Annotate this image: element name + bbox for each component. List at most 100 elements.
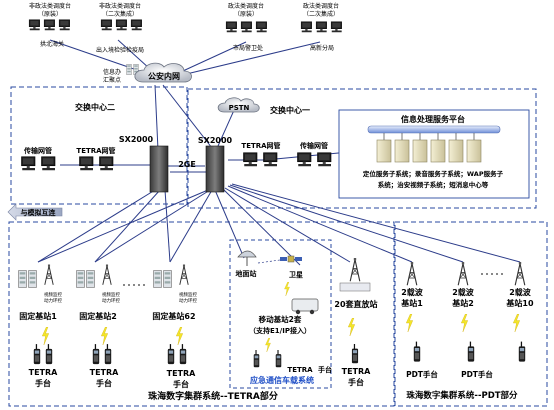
signal-icon	[42, 327, 49, 345]
connection-lines	[37, 39, 521, 266]
info-office-sublabel: 汇聚点	[103, 76, 121, 84]
console-title: 政法类调度台	[228, 2, 264, 10]
repeater: 20套直放站 TETRA 手台	[334, 257, 378, 387]
computer-icon	[255, 21, 267, 33]
handset-sublabel: 手台	[318, 365, 332, 374]
antenna-icon	[514, 262, 526, 286]
console-guard: 政法类调度台 （原装） 市局警卫处	[225, 2, 267, 52]
repeater-label: 20套直放站	[334, 299, 377, 309]
transport-nms-label: 传输网管	[299, 141, 328, 150]
tetra-handset-2: TETRA 手台	[90, 327, 120, 388]
handset-icon	[467, 341, 475, 362]
police-net-label: 公安内网	[148, 71, 180, 81]
ground-station: 地面站	[236, 250, 257, 278]
platform-desc-line1: 定位服务子系统；录音服务子系统；WAP服务子	[362, 169, 504, 178]
antenna-icon	[349, 257, 361, 282]
computer-icon	[100, 19, 112, 31]
console-subtitle: （原装）	[38, 10, 62, 18]
signal-icon	[406, 314, 413, 332]
station-dots	[123, 284, 145, 286]
signal-icon	[176, 327, 183, 345]
signal-icon	[348, 318, 355, 336]
handset-sublabel: 手台	[96, 378, 112, 388]
console-hitech: 政法类调度台 （二次集成） 高新分局	[300, 2, 342, 52]
info-platform: 信息处理服务平台 定位服务子系统；录音服务子系统；WAP服务子 系统；治安视频子…	[338, 109, 530, 199]
exchange1-title: 交换中心一	[270, 105, 310, 115]
tetra-handset-1: TETRA 手台	[29, 327, 59, 388]
handset-label: TETRA	[29, 368, 59, 377]
tetra-handset-62: TETRA 手台	[167, 327, 196, 389]
mobile-station-label: 移动基站2套	[259, 314, 302, 324]
computer-icon	[43, 19, 55, 31]
pstn-label: PSTN	[229, 104, 250, 112]
handset-icon	[351, 344, 359, 364]
exchange1-region	[187, 88, 537, 209]
pstn-cloud: PSTN	[217, 97, 260, 113]
fixed-station-2: 视频监控 动力环控 固定基站2	[76, 264, 120, 321]
switch-icon	[149, 145, 169, 193]
console-inspection: 非政法类调度台 （二次集成） 出入境检验检疫局	[96, 2, 144, 54]
computer-icon	[99, 156, 114, 171]
pdt-station-1: 2载波 基站1 PDT手台	[400, 262, 438, 379]
pdt-station-label: 2载波	[452, 287, 475, 297]
signal-icon	[461, 314, 468, 332]
ground-station-label: 地面站	[236, 269, 257, 278]
fixed-station-label: 固定基站62	[152, 311, 195, 321]
handset-label: TETRA	[342, 367, 372, 376]
fixed-station-label: 固定基站1	[19, 311, 57, 321]
signal-icon	[513, 314, 520, 332]
console-caption: 出入境检验检疫局	[96, 46, 144, 54]
cabinet-icon	[28, 270, 37, 288]
tetra-section-label: 珠海数字集群系统--TETRA部分	[148, 390, 278, 402]
handset-icon	[92, 344, 100, 365]
handset-label: TETRA	[287, 366, 313, 374]
handset-icon	[179, 344, 187, 365]
pdt-dots	[481, 273, 503, 275]
antenna-icon	[44, 264, 54, 286]
computer-icon	[115, 19, 127, 31]
handset-icon	[253, 350, 260, 368]
exchange2-title: 交换中心二	[75, 102, 115, 112]
link-label: 2GE	[178, 160, 196, 169]
info-office-label: 信息办	[103, 68, 121, 76]
console-subtitle: （原装）	[234, 10, 258, 18]
pdt-handset-label: PDT手台	[461, 369, 493, 379]
computer-icon	[315, 21, 327, 33]
top-consoles: 非政法类调度台 （原装） 拱北海关 非政法类调度台 （二次集成） 出入境检验检疫…	[28, 2, 342, 54]
console-caption: 拱北海关	[40, 40, 64, 48]
handset-icon	[518, 341, 526, 362]
antenna-icon	[102, 264, 112, 286]
handset-sublabel: 手台	[173, 379, 189, 389]
console-title: 政法类调度台	[303, 2, 339, 10]
emergency-region	[229, 239, 332, 389]
handset-icon	[45, 344, 53, 365]
server-icon	[394, 139, 410, 163]
computer-icon	[240, 21, 252, 33]
video-monitor-label: 视频监控	[102, 291, 120, 298]
computer-icon	[21, 156, 36, 171]
cabinet-icon	[153, 270, 162, 288]
computer-icon	[300, 21, 312, 33]
handset-label: TETRA	[90, 368, 120, 377]
fixed-station-label: 固定基站2	[79, 311, 117, 321]
satellite-label: 卫星	[289, 270, 303, 279]
pdt-handset-label: PDT手台	[406, 369, 438, 379]
fixed-station-1: 视频监控 动力环控 固定基站1	[18, 264, 62, 321]
tetra-nms-label: TETRA网管	[76, 146, 115, 155]
computer-icon	[41, 156, 56, 171]
vehicle-icon	[291, 298, 319, 312]
handset-icon	[275, 350, 282, 368]
switch-label: SX2000	[119, 135, 154, 144]
computer-icon	[330, 21, 342, 33]
transport-nms-label: 传输网管	[23, 146, 52, 155]
satellite-dish-icon	[237, 250, 257, 258]
signal-icon	[101, 327, 108, 345]
satellite-icon	[287, 255, 295, 263]
switch-icon	[205, 145, 225, 193]
video-monitor-label: 视频监控	[179, 291, 197, 298]
computer-icon	[263, 152, 278, 167]
server-icon	[466, 139, 482, 163]
pdt-station-2: 2载波 基站2 PDT手台	[451, 262, 493, 379]
emergency-vehicle-label: 应急通信车载系统	[250, 375, 314, 385]
